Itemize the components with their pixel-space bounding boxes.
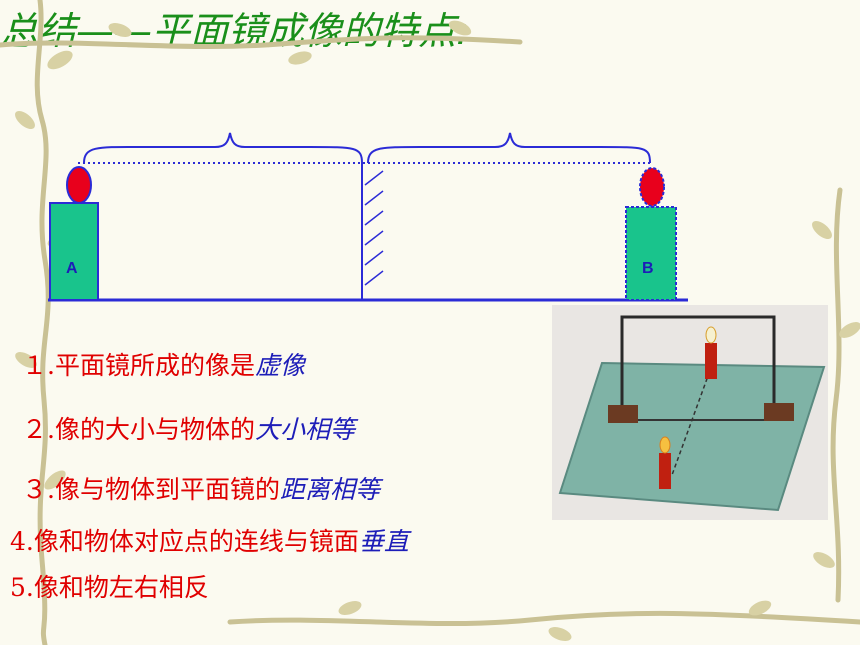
- label-b: B: [642, 260, 654, 277]
- glass-plane: [558, 361, 826, 512]
- photo-candle-bottom: [659, 453, 671, 489]
- right-distance-brace: [367, 132, 651, 164]
- experiment-photo: [552, 305, 828, 520]
- point-3: ３.像与物体到平面镜的距离相等: [22, 475, 380, 504]
- point-4: 4.像和物体对应点的连线与镜面垂直: [10, 527, 409, 556]
- flame-a: [66, 166, 92, 204]
- candle-a: [49, 202, 99, 301]
- mirror-hatching: [364, 170, 384, 286]
- label-a: A: [66, 260, 78, 277]
- point-5: 5.像和物左右相反: [10, 573, 209, 602]
- point-1: １.平面镜所成的像是虚像: [22, 351, 305, 380]
- point-2: ２.像的大小与物体的大小相等: [22, 415, 355, 444]
- photo-candle-top: [705, 343, 717, 379]
- left-distance-brace: [83, 132, 363, 164]
- flame-b: [639, 167, 665, 207]
- mirror-diagram: A B: [48, 132, 688, 302]
- image-candle-b: [625, 206, 677, 301]
